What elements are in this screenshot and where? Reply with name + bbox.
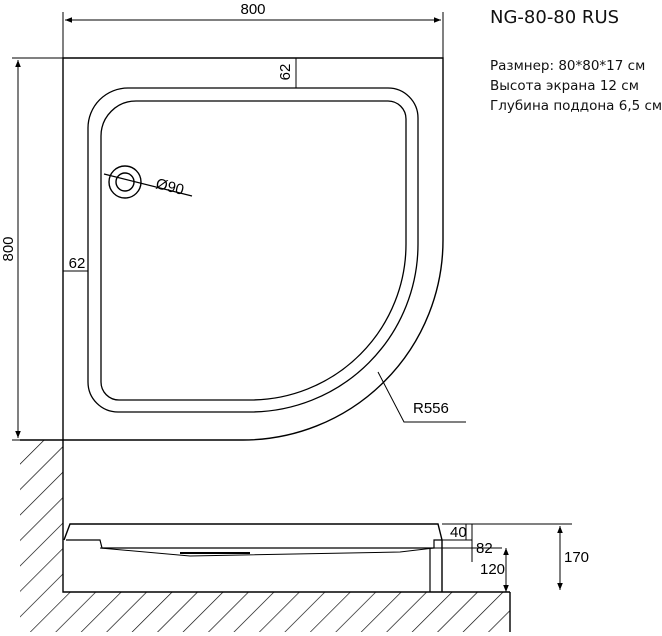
drain: [103, 165, 193, 199]
plan-view: [62, 57, 444, 441]
tray-inner-rim: [87, 87, 419, 413]
tray-section-profile: [63, 523, 443, 592]
width-label: 800: [240, 1, 265, 18]
width-dimension: [62, 12, 444, 58]
drain-label: Ø90: [154, 175, 186, 198]
lip-label: 40: [450, 524, 467, 541]
drain-leader: [103, 173, 193, 197]
top-rim-label: 62: [277, 64, 294, 81]
height-dimension: [12, 57, 63, 441]
spec-size: Размнер: 80*80*17 см: [490, 58, 646, 74]
model-title: NG-80-80 RUS: [490, 7, 620, 28]
spec-tray-depth: Глубина поддона 6,5 см: [490, 98, 662, 114]
total-label: 170: [564, 549, 589, 566]
tray-basin-contour: [100, 100, 407, 401]
tray-depth-label: 82: [476, 540, 493, 557]
radius-label: R556: [413, 400, 449, 417]
drain-outer-ring: [108, 165, 142, 199]
screen-label: 120: [480, 561, 505, 578]
wall-hatch: [20, 440, 63, 592]
floor-hatch: [20, 592, 510, 632]
drain-inner-ring: [115, 172, 135, 192]
spec-screen-height: Высота экрана 12 см: [490, 78, 639, 94]
section-view: [20, 439, 572, 632]
left-rim-label: 62: [69, 255, 86, 272]
height-label: 800: [0, 236, 17, 261]
radius-leader: [377, 371, 466, 423]
tray-outer-contour: [62, 57, 444, 441]
